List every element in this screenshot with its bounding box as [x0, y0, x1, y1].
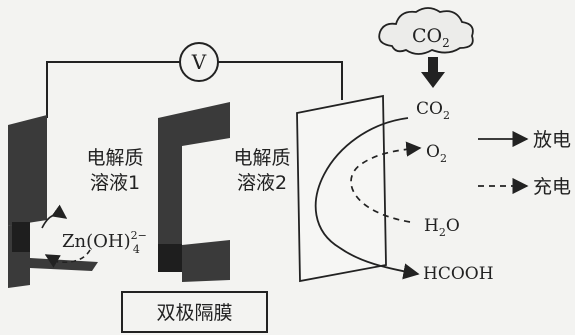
electrolyte1-line2: 溶液1 — [90, 172, 140, 194]
electrode-2 — [158, 102, 230, 282]
electrode-1 — [8, 115, 98, 288]
bipolar-membrane: 双极隔膜 — [121, 291, 268, 333]
zincate-label: Zn(OH)2−4 — [62, 229, 147, 256]
gas-inflow-arrow — [421, 57, 445, 88]
voltmeter: V — [179, 42, 219, 82]
h2o-species: H2O — [424, 216, 460, 239]
circuit-wire — [46, 61, 343, 118]
electrolyte1-line1: 电解质 — [86, 147, 143, 169]
discharge-arrow-zinc — [41, 204, 68, 229]
o2-species: O2 — [426, 142, 447, 165]
legend: 放电 充电 — [478, 129, 571, 198]
legend-discharge-label: 放电 — [533, 129, 571, 151]
cloud-label: CO — [412, 25, 442, 47]
electrolyte2-line2: 溶液2 — [237, 172, 287, 194]
cloud-shape — [378, 7, 474, 55]
membrane-label: 双极隔膜 — [156, 302, 232, 324]
charge-curve — [350, 141, 422, 223]
discharge-curve — [314, 117, 420, 280]
svg-text:CO2: CO2 — [412, 25, 450, 50]
co2-cloud: CO2 — [378, 7, 474, 55]
co2-species: CO2 — [416, 99, 450, 122]
electrolyte2-line1: 电解质 — [233, 147, 290, 169]
electrode-3 — [296, 94, 387, 283]
voltmeter-symbol: V — [191, 50, 207, 74]
legend-charge-label: 充电 — [533, 176, 571, 198]
charge-arrow-zinc — [44, 249, 91, 268]
hcooh-species: HCOOH — [423, 264, 494, 284]
